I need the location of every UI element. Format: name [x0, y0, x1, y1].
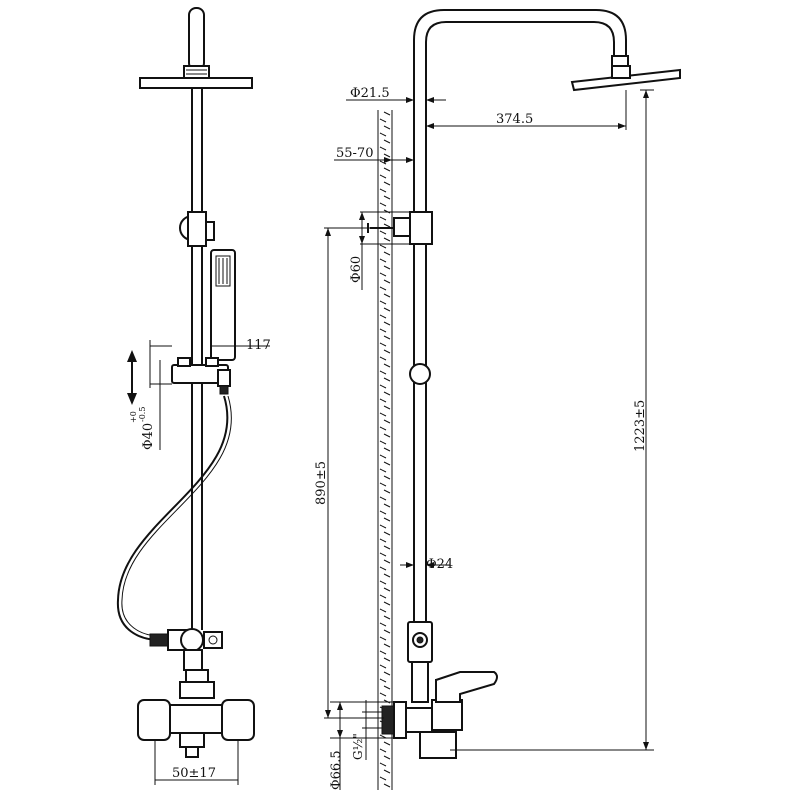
front-main-pole	[191, 88, 203, 630]
dim-890: 890±5	[314, 227, 384, 719]
side-shower-head	[570, 65, 681, 92]
side-view: Φ21.5 374.5 55-70 Φ60	[314, 9, 681, 790]
dim-117-label: 117	[246, 338, 271, 353]
dim-40-label: Φ40	[141, 423, 156, 450]
dim-117: 117	[149, 338, 271, 388]
front-slider-holder	[171, 357, 231, 395]
dim-60: Φ60	[349, 211, 410, 290]
side-diverter	[407, 621, 433, 663]
front-shower-head	[139, 65, 253, 89]
dim-55-70: 55-70	[334, 146, 414, 163]
dim-50-17: 50±17	[154, 740, 239, 785]
side-upper-bracket	[367, 211, 433, 245]
side-wall-hatch	[379, 111, 391, 788]
dim-66-5: Φ66.5	[329, 701, 394, 790]
front-view: 117 Φ40 +0 -0.5 50±17	[116, 7, 271, 785]
front-diverter	[149, 628, 223, 671]
front-wall-bracket	[179, 211, 215, 247]
dim-40: Φ40 +0 -0.5	[129, 360, 161, 450]
dim-1223-label: 1223±5	[633, 400, 648, 452]
front-top-tube	[188, 7, 205, 71]
dim-g-half-label: G½"	[351, 733, 365, 760]
dim-1223: 1223±5	[450, 89, 654, 751]
front-slide-arrow	[127, 350, 137, 405]
dim-24: Φ24	[400, 557, 453, 572]
dim-374-5-label: 374.5	[496, 112, 533, 127]
dim-55-70-label: 55-70	[336, 146, 373, 161]
dim-24-label: Φ24	[426, 557, 453, 572]
dim-40-tol-bot: -0.5	[138, 407, 147, 422]
side-mixer	[381, 661, 498, 759]
side-shower-arm	[413, 9, 629, 215]
dim-66-5-label: Φ66.5	[329, 750, 344, 790]
dim-40-tol-top: +0	[129, 411, 138, 423]
dim-374-5: 374.5	[426, 90, 627, 130]
dim-21-5-label: Φ21.5	[350, 86, 390, 101]
side-main-pole	[409, 244, 431, 622]
front-hose	[116, 395, 232, 641]
front-mixer	[137, 669, 255, 758]
front-hand-shower	[210, 249, 236, 361]
dim-890-label: 890±5	[314, 461, 329, 505]
dim-50-17-label: 50±17	[172, 766, 216, 781]
dim-21-5: Φ21.5	[346, 86, 446, 103]
dim-g-half: G½"	[351, 700, 382, 760]
dim-60-label: Φ60	[349, 256, 364, 283]
